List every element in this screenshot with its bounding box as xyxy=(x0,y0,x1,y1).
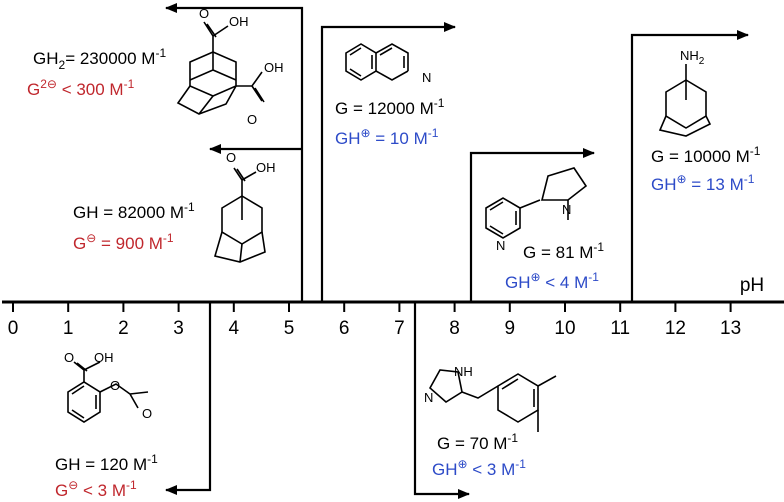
svg-text:GH2= 230000 M-1: GH2= 230000 M-1 xyxy=(33,46,166,72)
svg-text:NH2: NH2 xyxy=(680,48,705,67)
axis-tick-label: 0 xyxy=(8,318,19,339)
structure-isoquinoline: N xyxy=(345,43,431,85)
svg-text:N: N xyxy=(496,238,505,253)
svg-text:N: N xyxy=(562,202,571,217)
svg-text:OH: OH xyxy=(229,14,249,29)
label-adamantane-dicarboxylic: GH2= 230000 M-1 G2⊖ < 300 M-1 xyxy=(27,46,166,99)
pka-arrows xyxy=(165,2,749,499)
label-adamantane-carboxylic: GH = 82000 M-1 G⊖ = 900 M-1 xyxy=(73,200,195,253)
svg-text:GH = 120 M-1: GH = 120 M-1 xyxy=(55,452,158,474)
svg-text:OH: OH xyxy=(256,160,276,175)
axis-tick-label: 3 xyxy=(173,318,184,339)
axis-tick-label: 7 xyxy=(394,318,405,339)
svg-text:NH: NH xyxy=(454,364,473,379)
arrow-nicotine xyxy=(469,148,595,302)
axis-tick-label: 12 xyxy=(665,318,686,339)
axis-tick-label: 5 xyxy=(284,318,295,339)
axis-tick-label: 1 xyxy=(63,318,74,339)
svg-text:N: N xyxy=(424,390,433,405)
svg-text:G = 10000 M-1: G = 10000 M-1 xyxy=(651,144,761,166)
arrow-medetomidine xyxy=(413,302,470,499)
svg-text:O: O xyxy=(226,150,236,165)
axis-label: pH xyxy=(740,275,764,296)
axis-tick-label: 11 xyxy=(610,318,630,339)
structure-amantadine: NH2 xyxy=(658,48,712,137)
label-nicotine: G = 81 M-1 GH⊕ < 4 M-1 xyxy=(505,240,604,292)
svg-text:O: O xyxy=(110,378,120,393)
structure-adamantane-dicarboxylic: O OH OH O xyxy=(176,6,284,127)
label-isoquinoline: G = 12000 M-1 GH⊕ = 10 M-1 xyxy=(335,96,445,148)
svg-text:O: O xyxy=(247,112,257,127)
svg-text:G = 70 M-1: G = 70 M-1 xyxy=(437,431,518,453)
svg-text:OH: OH xyxy=(94,350,114,365)
structure-aspirin: O OH O O xyxy=(64,350,152,423)
axis-tick-label: 6 xyxy=(339,318,350,339)
svg-text:G2⊖ < 300 M-1: G2⊖ < 300 M-1 xyxy=(27,77,135,99)
svg-text:GH⊕ = 10 M-1: GH⊕ = 10 M-1 xyxy=(335,126,439,148)
arrow-isoquinoline xyxy=(320,22,456,302)
svg-text:G⊖ = 900 M-1: G⊖ = 900 M-1 xyxy=(73,231,174,253)
label-aspirin: GH = 120 M-1 G⊖ < 3 M-1 xyxy=(55,452,158,500)
label-amantadine: G = 10000 M-1 GH⊕ = 13 M-1 xyxy=(651,144,761,194)
svg-text:GH = 82000 M-1: GH = 82000 M-1 xyxy=(73,200,195,222)
arrow-amantadine xyxy=(630,30,749,302)
axis-tick-label: 8 xyxy=(449,318,460,339)
arrow-aspirin xyxy=(165,302,212,495)
svg-text:O: O xyxy=(64,350,74,365)
svg-text:G⊖ < 3 M-1: G⊖ < 3 M-1 xyxy=(55,478,137,500)
axis-tick-label: 4 xyxy=(229,318,240,339)
arrow-adamantane-dicarboxylic xyxy=(165,2,304,302)
svg-text:G = 12000 M-1: G = 12000 M-1 xyxy=(335,96,445,118)
svg-text:GH⊕ < 3 M-1: GH⊕ < 3 M-1 xyxy=(432,457,526,479)
svg-text:O: O xyxy=(199,6,209,21)
axis-tick-label: 2 xyxy=(118,318,129,339)
structure-adamantane-carboxylic: O OH xyxy=(213,150,276,263)
label-medetomidine: G = 70 M-1 GH⊕ < 3 M-1 xyxy=(432,431,526,479)
svg-text:OH: OH xyxy=(264,60,284,75)
svg-text:N: N xyxy=(422,70,431,85)
svg-text:GH⊕ = 13 M-1: GH⊕ = 13 M-1 xyxy=(651,172,755,194)
axis-tick-label: 9 xyxy=(505,318,516,339)
axis-tick-label: 10 xyxy=(554,318,575,339)
svg-text:GH⊕ < 4 M-1: GH⊕ < 4 M-1 xyxy=(505,270,599,292)
structure-nicotine: N N xyxy=(485,167,588,253)
svg-text:G = 81 M-1: G = 81 M-1 xyxy=(523,240,604,262)
structure-medetomidine: NH N xyxy=(424,364,557,432)
svg-text:O: O xyxy=(142,406,152,421)
axis-tick-label: 13 xyxy=(720,318,741,339)
